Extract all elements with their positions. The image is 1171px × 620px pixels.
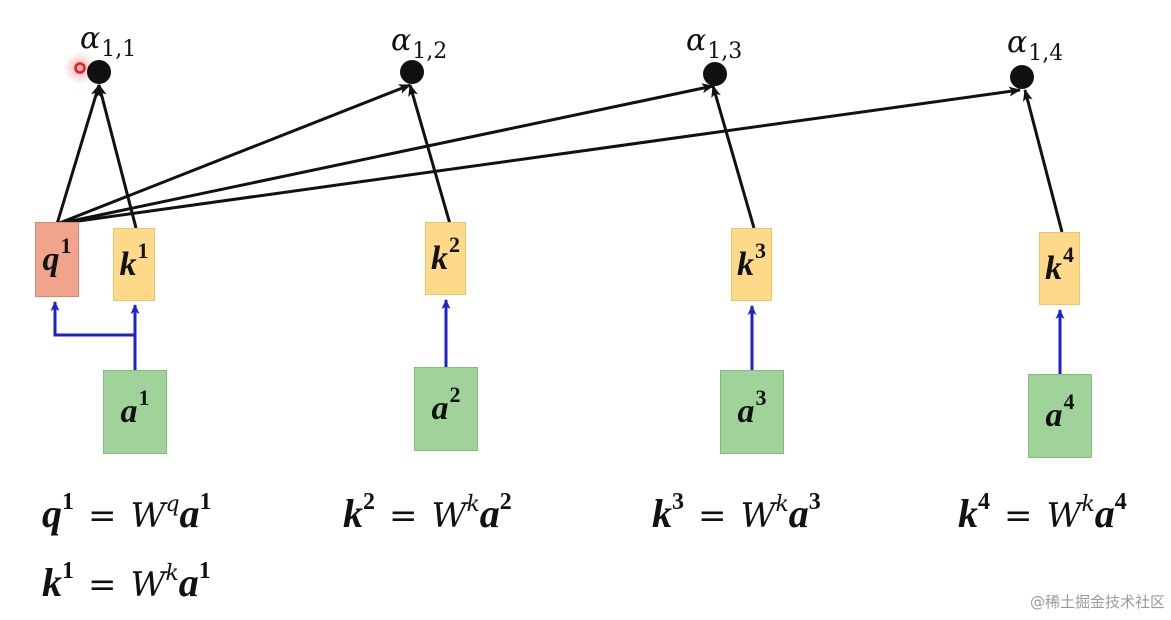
alpha-subscript: 1,4 — [1028, 41, 1064, 66]
box-superscript: 4 — [1063, 241, 1074, 267]
equation-k1: k1=Wka1 — [42, 559, 211, 605]
box-superscript: 1 — [137, 237, 149, 263]
box-symbol: q — [42, 240, 60, 278]
box-symbol: a — [431, 390, 449, 427]
eq-sign: = — [389, 496, 418, 536]
eq-rhs-sup: 2 — [499, 489, 512, 515]
equation-k3: k3=Wka3 — [652, 490, 821, 536]
alpha-node-1-1 — [87, 60, 111, 84]
alpha-label-1-2: α1,2 — [391, 23, 447, 63]
arrow-q1-to-alpha-1-2 — [56, 83, 411, 226]
eq-weight-sup: q — [165, 492, 180, 517]
eq-sign: = — [1004, 496, 1033, 536]
box-superscript: 3 — [755, 237, 766, 263]
alpha-node-1-3 — [703, 62, 727, 86]
box-superscript: 3 — [755, 385, 767, 410]
eq-lhs: k — [343, 491, 363, 536]
eq-lhs: q — [42, 491, 62, 536]
eq-sign: = — [88, 565, 117, 605]
alpha-symbol: α — [391, 23, 412, 58]
eq-sign: = — [88, 496, 117, 536]
watermark: @稀土掘金技术社区 — [1029, 593, 1165, 611]
equation-q1: q1=Wqa1 — [42, 490, 212, 536]
eq-lhs-sup: 4 — [978, 489, 990, 515]
eq-weight: W — [1046, 496, 1082, 536]
equation-k2: k2=Wka2 — [343, 490, 512, 536]
alpha-symbol: α — [80, 21, 101, 56]
box-symbol: k — [119, 245, 137, 283]
eq-rhs-sup: 4 — [1114, 489, 1127, 515]
eq-lhs: k — [652, 491, 672, 536]
eq-rhs: a — [788, 491, 809, 536]
eq-weight: W — [130, 496, 166, 536]
eq-lhs: k — [42, 560, 62, 605]
box-symbol: a — [120, 393, 138, 430]
arrow-k3-to-alpha-1-3 — [711, 85, 756, 229]
box-superscript: 1 — [138, 385, 150, 410]
eq-rhs-sup: 1 — [198, 558, 211, 584]
eq-rhs: a — [1094, 491, 1115, 536]
box-superscript: 4 — [1063, 389, 1075, 414]
alpha-subscript: 1,3 — [707, 39, 743, 64]
eq-weight: W — [130, 565, 166, 605]
equation-k4: k4=Wka4 — [958, 490, 1127, 536]
eq-rhs-sup: 1 — [199, 489, 212, 515]
eq-weight-sup: k — [775, 492, 789, 517]
eq-lhs-sup: 1 — [62, 558, 74, 584]
eq-weight-sup: k — [1081, 492, 1095, 517]
arrow-q1-to-alpha-1-4 — [56, 86, 1021, 226]
eq-rhs: a — [179, 491, 200, 536]
alpha-node-1-2 — [400, 60, 424, 84]
eq-weight-sup: k — [165, 561, 179, 586]
eq-weight-sup: k — [466, 492, 480, 517]
box-symbol: a — [737, 393, 755, 430]
eq-rhs-sup: 3 — [808, 489, 821, 515]
box-symbol: a — [1045, 397, 1063, 434]
eq-sign: = — [698, 496, 727, 536]
cursor-ring — [74, 62, 86, 74]
arrow-q1-to-alpha-1-3 — [56, 83, 714, 226]
box-superscript: 2 — [449, 231, 460, 257]
arrow-q1-to-alpha-1-1 — [55, 84, 101, 225]
eq-lhs: k — [958, 491, 978, 536]
alpha-subscript: 1,1 — [101, 37, 137, 62]
arrow-a1-to-q1 — [50, 301, 135, 337]
alpha-label-1-3: α1,3 — [686, 23, 742, 63]
alpha-symbol: α — [1007, 25, 1028, 60]
alpha-label-1-4: α1,4 — [1007, 25, 1063, 65]
arrow-k4-to-alpha-1-4 — [1022, 89, 1064, 233]
arrow-k1-to-alpha-1-1 — [96, 84, 138, 229]
eq-weight: W — [740, 496, 776, 536]
box-symbol: k — [431, 239, 448, 277]
box-superscript: 1 — [60, 232, 72, 258]
alpha-label-1-1: α1,1 — [80, 21, 136, 61]
eq-lhs-sup: 1 — [62, 489, 74, 515]
alpha-node-1-4 — [1010, 65, 1034, 89]
box-superscript: 2 — [449, 382, 461, 407]
eq-rhs: a — [479, 491, 500, 536]
arrow-k2-to-alpha-1-2 — [408, 84, 452, 225]
box-symbol: k — [1045, 249, 1062, 287]
eq-lhs-sup: 2 — [363, 489, 375, 515]
eq-rhs: a — [178, 560, 199, 605]
eq-weight: W — [431, 496, 467, 536]
alpha-subscript: 1,2 — [412, 39, 448, 64]
eq-lhs-sup: 3 — [672, 489, 684, 515]
box-symbol: k — [737, 245, 754, 283]
alpha-symbol: α — [686, 23, 707, 58]
